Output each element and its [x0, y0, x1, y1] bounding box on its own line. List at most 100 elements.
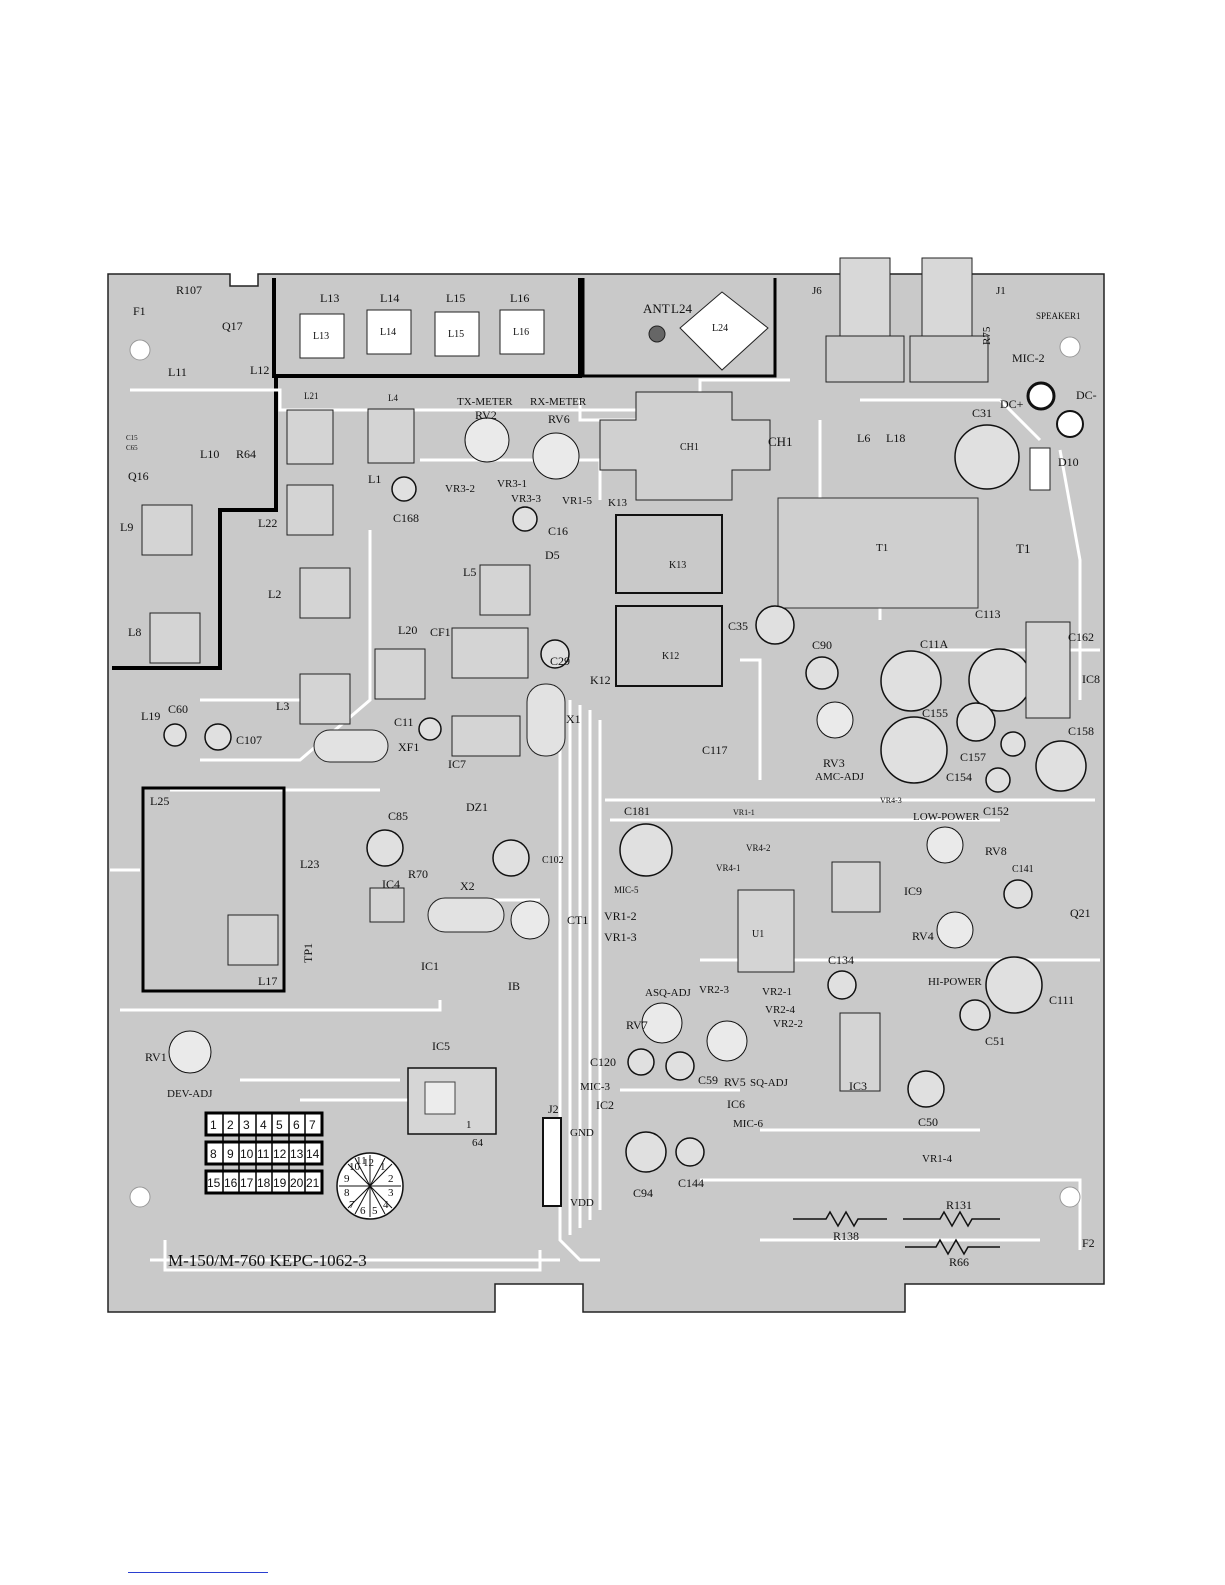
jacks: J6 J1 SPEAKER1 MIC-2 R75	[812, 257, 1081, 383]
label-c152: C152	[983, 804, 1009, 818]
label-c102: C102	[542, 855, 564, 866]
label-vr2-4: VR2-4	[765, 1004, 795, 1016]
label-l14-box: L14	[380, 327, 396, 338]
keypad-grid: 1 2 3 4 5 6 7 8 9 10 11 12 13 14 15 16 1…	[204, 1111, 324, 1195]
label-c16: C16	[548, 524, 568, 538]
label-vr2-2: VR2-2	[773, 1018, 803, 1030]
grid-cell: 5	[276, 1118, 283, 1132]
dial-number: 6	[360, 1205, 366, 1217]
label-dev-adj: DEV-ADJ	[167, 1088, 213, 1100]
label-tp1: TP1	[301, 943, 315, 963]
label-c15: C15	[126, 434, 138, 442]
label-l18: L18	[886, 431, 905, 445]
label-l8: L8	[128, 625, 141, 639]
label-c85: C85	[388, 809, 408, 823]
dial-number: 12	[363, 1157, 374, 1169]
crystals	[313, 683, 566, 933]
label-l24: L24	[671, 301, 692, 316]
dial-number: 5	[372, 1205, 378, 1217]
label-sq-adj: SQ-ADJ	[750, 1077, 789, 1089]
label-l15-box: L15	[448, 329, 464, 340]
label-vr4-3: VR4-3	[880, 796, 902, 805]
label-c113: C113	[975, 607, 1001, 621]
label-rv2: RV2	[475, 408, 497, 422]
bottom-resistors	[793, 1210, 1000, 1256]
grid-cell: 16	[224, 1176, 238, 1190]
label-t1: T1	[1016, 541, 1030, 556]
l24-coil: L24 L24 ANT	[643, 291, 769, 371]
label-u1: U1	[752, 929, 764, 940]
label-l6: L6	[857, 431, 870, 445]
label-vr4-1: VR4-1	[716, 863, 741, 873]
label-c59: C59	[698, 1073, 718, 1087]
label-l13-box: L13	[313, 331, 329, 342]
label-rv7: RV7	[626, 1018, 648, 1032]
label-l16: L16	[510, 291, 529, 305]
label-vr1-4: VR1-4	[922, 1153, 952, 1165]
svg-text:CH1: CH1	[680, 442, 699, 453]
label-l21: L21	[304, 391, 319, 401]
component-labels: F1 F2 R107 Q17 L12 L11 Q16 L10 R64 L9 L8…	[120, 283, 1100, 1269]
label-gnd: GND	[570, 1127, 594, 1139]
grid-cell: 9	[227, 1147, 234, 1161]
traces	[110, 378, 1100, 1272]
ch1-block: CH1 CH1	[599, 391, 793, 501]
label-k13: K13	[669, 560, 686, 571]
label-k13-top: K13	[608, 497, 627, 509]
l25-shield	[141, 786, 286, 993]
label-l9: L9	[120, 520, 133, 534]
label-r107: R107	[176, 283, 202, 297]
label-q16: Q16	[128, 469, 149, 483]
connector-j2: J2 GND VDD	[542, 1102, 594, 1209]
label-ic6: IC6	[727, 1097, 745, 1111]
label-dc-plus: DC+	[1000, 397, 1024, 411]
label-mic3: MIC-3	[580, 1081, 610, 1093]
board-model-label: M-150/M-760 KEPC-1062-3	[168, 1251, 367, 1270]
grid-cell: 12	[273, 1147, 287, 1161]
coil-cans	[141, 408, 1071, 1092]
label-rx-meter: RX-METER	[530, 396, 587, 408]
grid-cell: 17	[240, 1176, 254, 1190]
label-vr3-2: VR3-2	[445, 483, 475, 495]
label-c29: C29	[550, 654, 570, 668]
footer-link-rule	[128, 1572, 268, 1573]
label-k12-ext: K12	[590, 673, 611, 687]
label-vdd: VDD	[570, 1197, 594, 1209]
dial-number: 11	[356, 1155, 367, 1167]
grid-cell: 13	[290, 1147, 304, 1161]
label-mic5: MIC-5	[614, 885, 639, 895]
label-r66: R66	[949, 1255, 969, 1269]
label-ic2: IC2	[596, 1098, 614, 1112]
label-vr1-3: VR1-3	[604, 930, 637, 944]
label-l14: L14	[380, 291, 399, 305]
label-k12: K12	[662, 651, 679, 662]
label-mic2: MIC-2	[1012, 351, 1045, 365]
label-l17: L17	[258, 974, 277, 988]
grid-cell: 20	[290, 1176, 304, 1190]
label-c158: C158	[1068, 724, 1094, 738]
label-c155: C155	[922, 706, 948, 720]
label-c157: C157	[960, 750, 986, 764]
label-ic4: IC4	[382, 877, 400, 891]
label-c51: C51	[985, 1034, 1005, 1048]
label-c168: C168	[393, 511, 419, 525]
label-vr3-3: VR3-3	[511, 493, 541, 505]
label-ic1: IC1	[421, 959, 439, 973]
label-l3: L3	[276, 699, 289, 713]
svg-text:L24: L24	[712, 323, 728, 334]
label-ic3: IC3	[849, 1079, 867, 1093]
label-l23: L23	[300, 857, 319, 871]
label-c11: C11	[394, 715, 414, 729]
label-vr3-1: VR3-1	[497, 478, 527, 490]
grid-cell: 19	[273, 1176, 287, 1190]
label-rv6: RV6	[548, 412, 570, 426]
label-amc-adj: AMC-ADJ	[815, 771, 865, 783]
grid-cell: 1	[210, 1118, 217, 1132]
label-dc-minus: DC-	[1076, 388, 1097, 402]
label-asq-adj: ASQ-ADJ	[645, 987, 692, 999]
label-c154: C154	[946, 770, 972, 784]
label-low-power: LOW-POWER	[913, 811, 980, 823]
dial-number: 3	[388, 1187, 394, 1199]
label-vr1-1: VR1-1	[733, 808, 755, 817]
